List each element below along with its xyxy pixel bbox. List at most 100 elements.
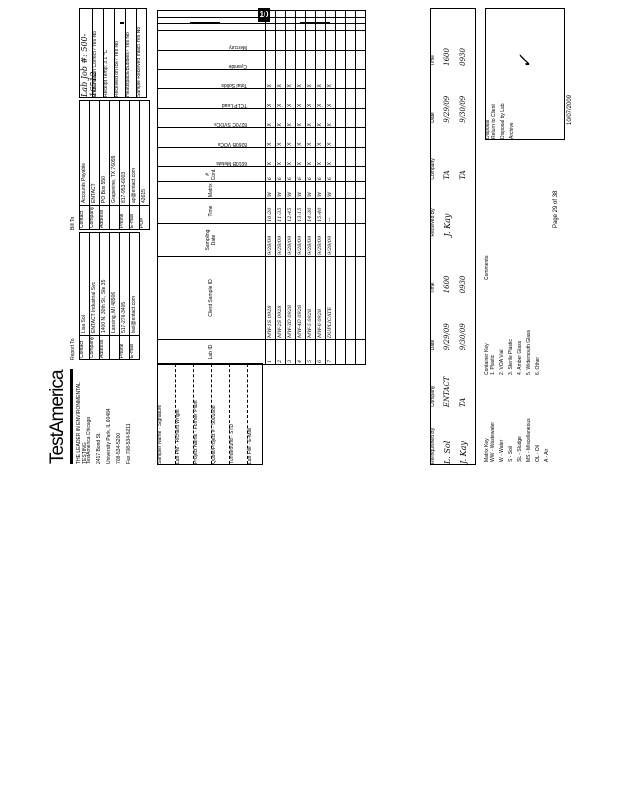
- cell-lab_id: 4: [295, 339, 306, 365]
- comments-label: Comments:: [484, 254, 490, 280]
- cell-lab_id: 6: [315, 339, 326, 365]
- analysis-mark: [305, 10, 316, 18]
- scan-mark: [190, 22, 220, 24]
- col-count: # Cont.: [157, 166, 266, 182]
- project-field: Lab PM · Richard Wright: [175, 364, 194, 464]
- cell-time: 12:45: [285, 198, 296, 224]
- analysis-mark: X: [325, 69, 336, 89]
- sig-value: 9/29/09: [443, 323, 452, 351]
- analysis-mark: [325, 30, 336, 51]
- analysis-mark: X: [265, 147, 276, 167]
- report-to-title: Report To: [70, 338, 76, 360]
- sig-value: TA: [459, 170, 468, 180]
- bill-to-title: Bill To: [70, 216, 76, 230]
- cell-date: 9/28/09: [325, 223, 336, 257]
- cell-lab_id: 1: [265, 339, 276, 365]
- cell-date: 9/28/09: [305, 223, 316, 257]
- analysis-mark: [315, 50, 326, 70]
- cell-matrix: W: [305, 181, 316, 199]
- cell-count: 6: [285, 166, 296, 182]
- cell-date: 9/28/09: [275, 223, 286, 257]
- cell-matrix: W: [325, 181, 336, 199]
- cell-matrix: W: [265, 181, 276, 199]
- footer-date: 10/07/2009: [567, 94, 573, 125]
- cell-sample: MW-5 0928: [305, 256, 316, 340]
- analysis-mark: [275, 10, 286, 18]
- analysis-mark: [275, 50, 286, 70]
- cell-time: —: [325, 198, 336, 224]
- sig-label: Time: [430, 282, 436, 294]
- analysis-mark: [325, 17, 336, 24]
- cell-matrix: W: [285, 181, 296, 199]
- cell-time: 10:20: [265, 198, 276, 224]
- bill-to-field: Grapevine, TX 76099: [110, 101, 120, 229]
- analysis-mark: X: [305, 147, 316, 167]
- cell-time: 13:15: [295, 198, 306, 224]
- cell-time: 11:35: [275, 198, 286, 224]
- col-analysis: Cyanide: [157, 50, 266, 70]
- cell-count: 6: [295, 166, 306, 182]
- analysis-mark: [315, 10, 326, 18]
- cell-count: 6: [305, 166, 316, 182]
- cell-count: 6: [275, 166, 286, 182]
- cell-sample: MW-6 0928: [315, 256, 326, 340]
- cell-sample: MW-2S 0928: [275, 256, 286, 340]
- analysis-mark: [315, 23, 326, 31]
- col-client-sample-id: Client Sample ID: [157, 256, 266, 340]
- report-to-field: Lansing, MI 48906: [110, 233, 120, 359]
- analysis-mark: X: [325, 89, 336, 109]
- analysis-mark: X: [275, 147, 286, 167]
- sig-value: 9/30/09: [459, 323, 468, 351]
- analysis-mark: X: [275, 69, 286, 89]
- project-field: Turnaround · STD: [229, 364, 248, 464]
- cell-time: 15:40: [315, 198, 326, 224]
- sig-label: Relinquished By: [430, 427, 436, 464]
- cell-sample: MW-3D 0928: [285, 256, 296, 340]
- cell-lab_id: 2: [275, 339, 286, 365]
- cell-date: 9/28/09: [295, 223, 306, 257]
- analysis-mark: X: [315, 108, 326, 128]
- col-matrix: Matrix: [157, 181, 266, 199]
- sig-label: Received By: [430, 208, 436, 237]
- sig-value: 1600: [443, 48, 452, 66]
- cell-date: 9/28/09: [265, 223, 276, 257]
- cell-matrix: W: [275, 181, 286, 199]
- cell-lab_id: 3: [285, 339, 296, 365]
- analysis-mark: X: [285, 69, 296, 89]
- logo-bar: [70, 369, 73, 464]
- analysis-mark: [305, 23, 316, 31]
- key-item: A - Air: [543, 448, 550, 462]
- analysis-mark: X: [305, 89, 316, 109]
- analysis-mark: [325, 50, 336, 70]
- lab-info-row: Sample Received Intact Yes No: [136, 26, 142, 97]
- analysis-mark: X: [285, 127, 296, 148]
- analysis-mark: X: [275, 127, 286, 148]
- cell-matrix: W: [295, 181, 306, 199]
- analysis-mark: [265, 50, 276, 70]
- samples-table: Lab ID Client Sample ID Sampling Date Ti…: [157, 10, 366, 365]
- signature-block: Relinquished By Company Date Time Receiv…: [430, 8, 476, 465]
- cell-date: 9/28/09: [285, 223, 296, 257]
- analysis-mark: X: [275, 89, 286, 109]
- sig-value: 0930: [459, 48, 468, 66]
- analysis-mark: [265, 30, 276, 51]
- analysis-mark: [325, 23, 336, 31]
- key-item: 6. Other: [534, 356, 541, 375]
- analysis-mark: [315, 17, 326, 24]
- cell-time: 14:30: [305, 198, 316, 224]
- analysis-mark: [275, 23, 286, 31]
- cell-matrix: W: [315, 181, 326, 199]
- cell-sample: MW-4D 0928: [295, 256, 306, 340]
- sig-value: 9/29/09: [443, 95, 452, 123]
- cell-count: 6: [325, 166, 336, 182]
- col-analysis: Mercury: [157, 30, 266, 51]
